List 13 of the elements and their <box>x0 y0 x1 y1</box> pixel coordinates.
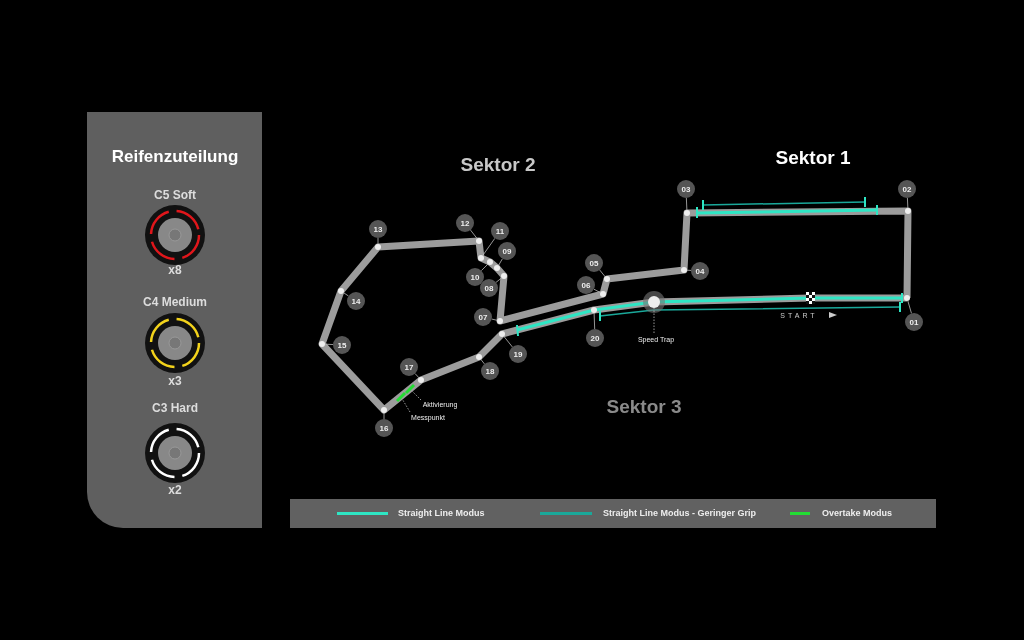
panel-heading: Reifenzuteilung <box>111 147 239 167</box>
compound-name: C3 Hard <box>152 401 198 415</box>
tyre-count: x3 <box>168 374 182 388</box>
legend-text: Overtake Modus <box>822 508 893 518</box>
legend-text: Straight Line Modus - Geringer Grip <box>603 508 756 518</box>
compound-name: C5 Soft <box>154 188 196 202</box>
sector-label: Sektor 3 <box>606 396 682 418</box>
sector-label: Sektor 1 <box>775 147 851 169</box>
tyre-count: x2 <box>168 483 182 497</box>
legend-text: Straight Line Modus <box>398 508 485 518</box>
compound-name: C4 Medium <box>143 295 207 309</box>
tyre-count: x8 <box>168 263 182 277</box>
sector-label: Sektor 2 <box>460 154 536 176</box>
